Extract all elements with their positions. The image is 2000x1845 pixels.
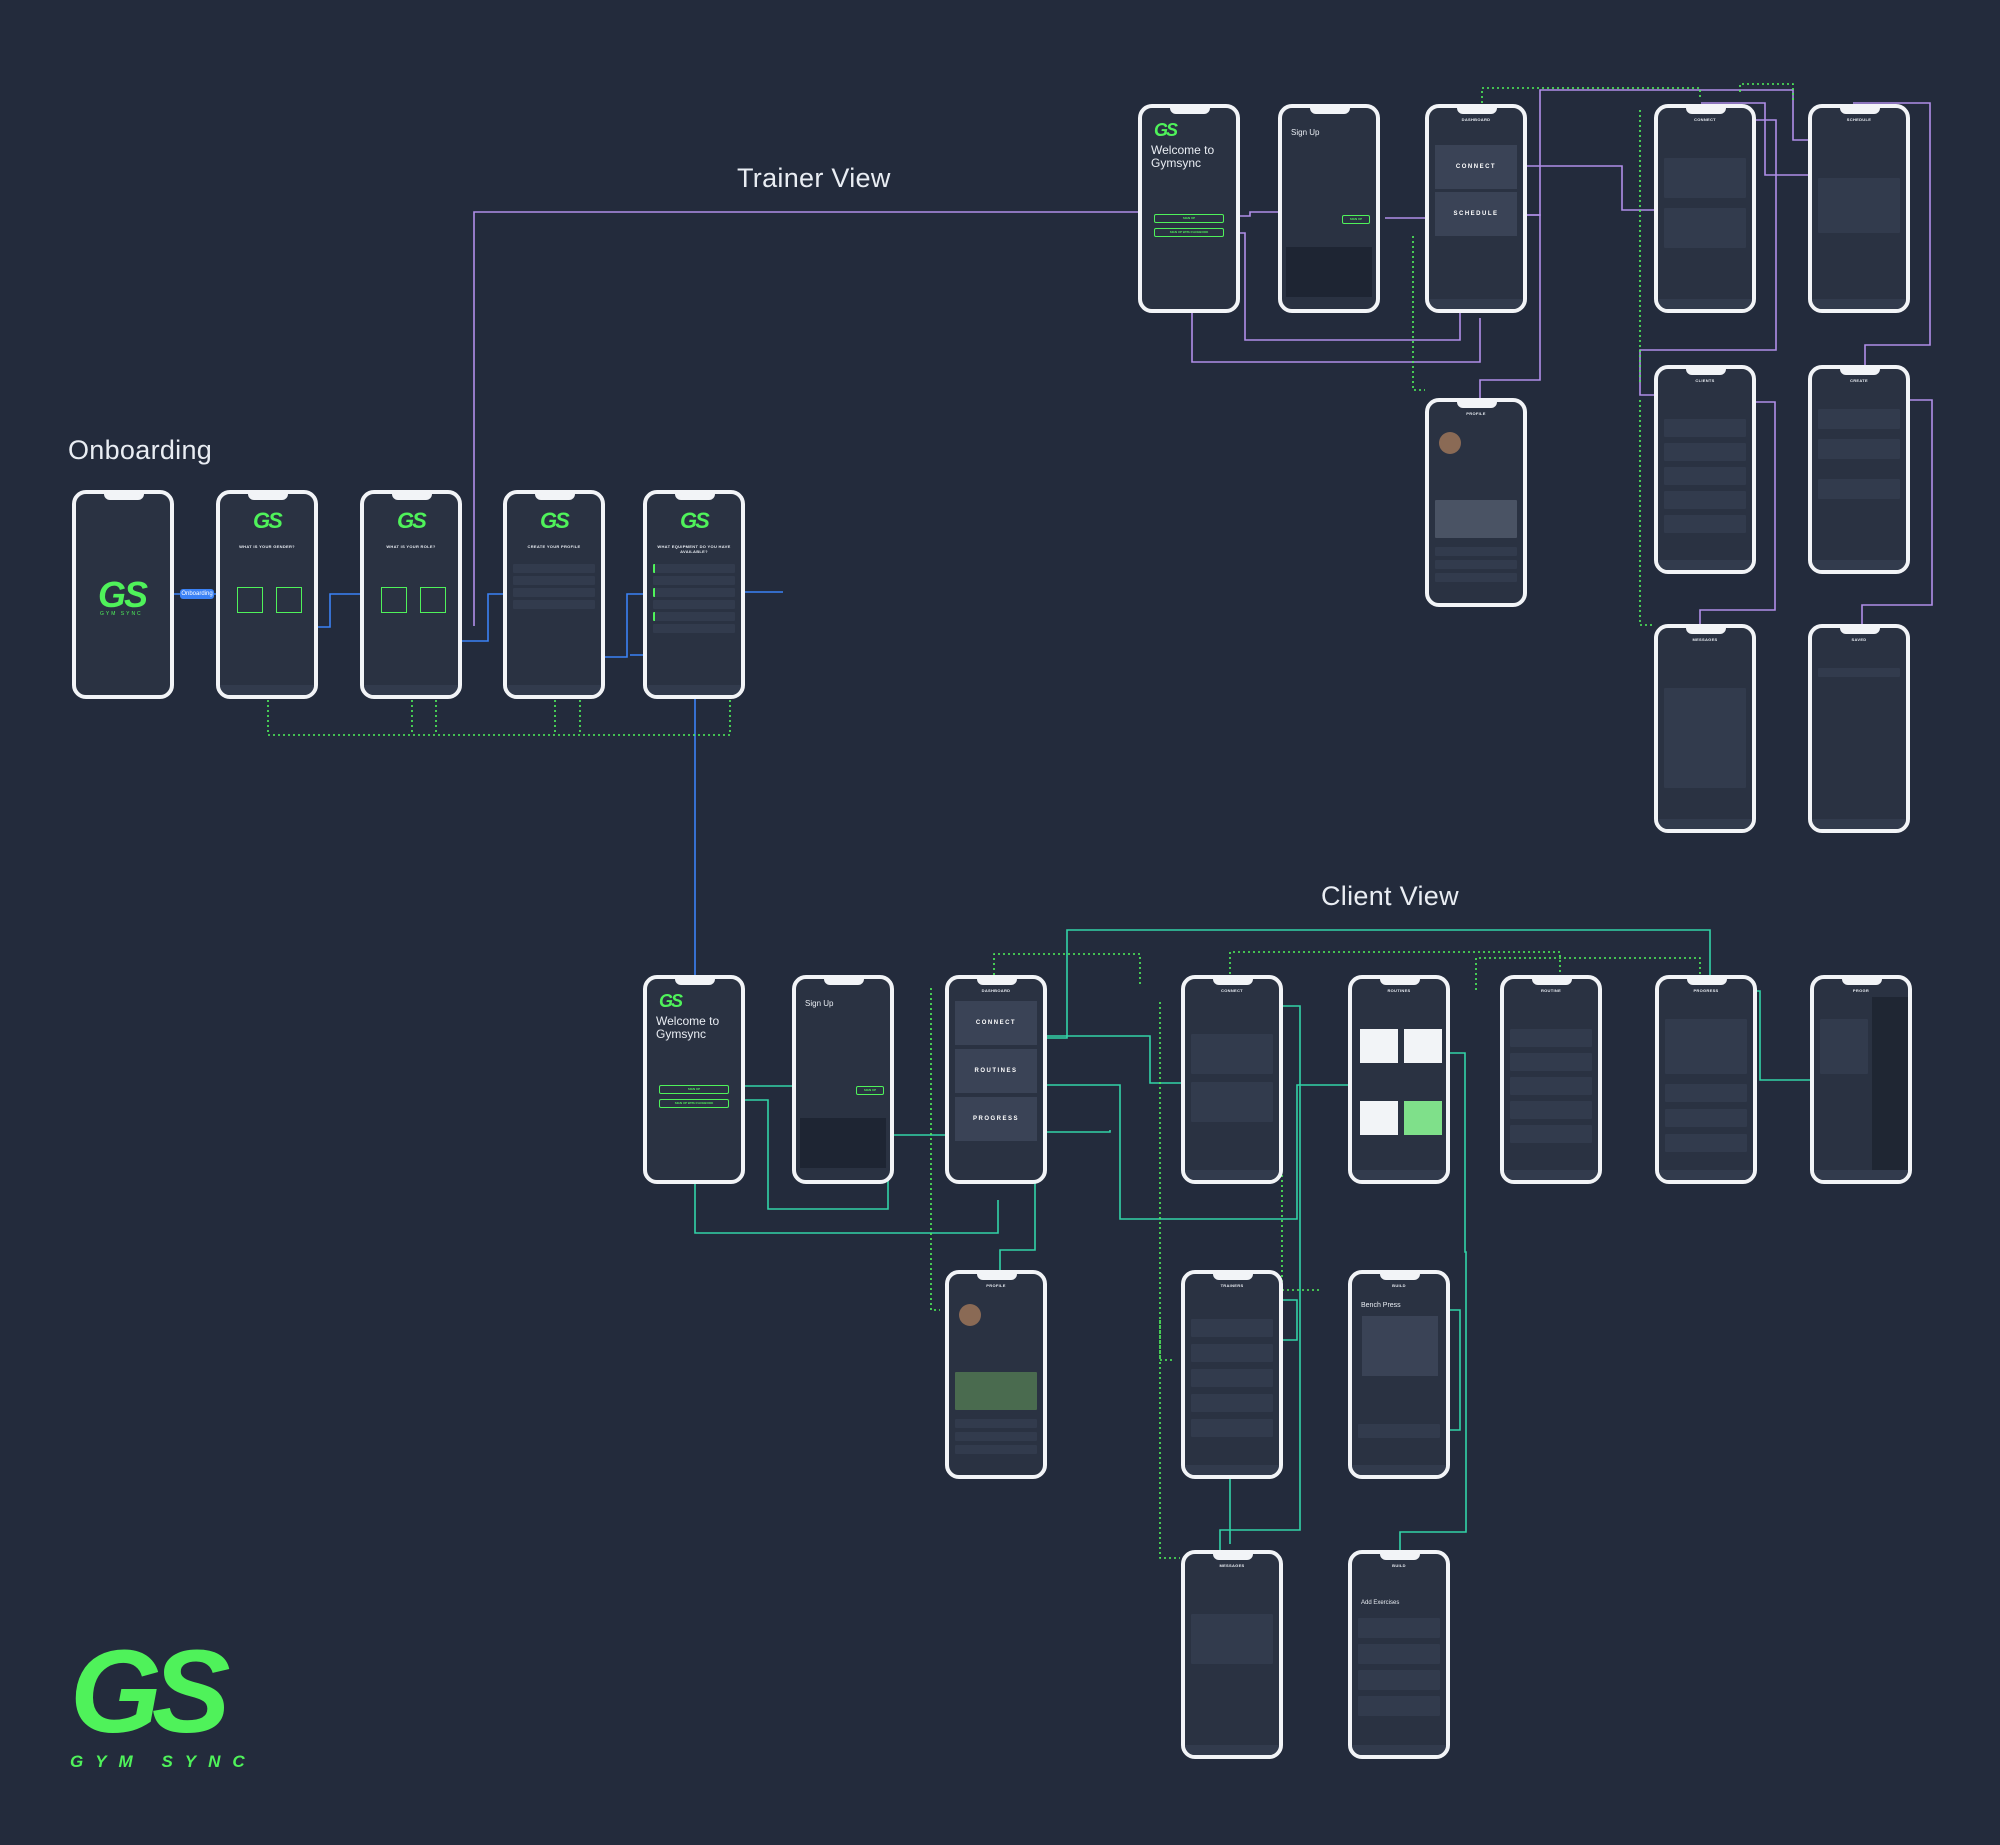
client-dashboard-screen[interactable]: DASHBOARD CONNECT ROUTINES PROGRESS	[945, 975, 1047, 1184]
client-routines-screen[interactable]: ROUTINES	[1348, 975, 1450, 1184]
routine-header: ROUTINE	[1540, 988, 1562, 993]
client-signup-screen[interactable]: Sign Up SIGN UP	[792, 975, 894, 1184]
profile-header: PROFILE	[986, 1283, 1006, 1288]
gs-logo: GS	[680, 508, 710, 533]
exercise-title: Bench Press	[1361, 1302, 1401, 1309]
welcome-title: Welcome to Gymsync	[656, 1014, 720, 1041]
client-messages-screen[interactable]: MESSAGES	[1181, 1550, 1283, 1759]
gs-logo: GS	[397, 508, 427, 533]
male-option[interactable]	[237, 587, 263, 613]
client-routine-screen[interactable]: ROUTINE	[1500, 975, 1602, 1184]
facebook-sign-up-button[interactable]: SIGN UP WITH FACEBOOK	[1154, 228, 1224, 237]
dashboard-header: DASHBOARD	[981, 988, 1011, 993]
client-option[interactable]	[381, 587, 407, 613]
role-question: WHAT IS YOUR ROLE?	[386, 544, 436, 549]
onboarding-title: Onboarding	[68, 435, 213, 465]
gs-logo-letters: GS	[70, 1626, 230, 1758]
profile-heading: CREATE YOUR PROFILE	[527, 544, 581, 549]
connect-header: CONNECT	[1694, 117, 1716, 122]
client-connect-screen[interactable]: CONNECT	[1181, 975, 1283, 1184]
female-option[interactable]	[276, 587, 302, 613]
signup-title: Sign Up	[1291, 128, 1320, 137]
gender-question: WHAT IS YOUR GENDER?	[239, 544, 295, 549]
keyboard[interactable]	[1286, 247, 1372, 297]
client-trainers-screen[interactable]: TRAINERS	[1181, 1270, 1283, 1479]
trainer-option[interactable]	[420, 587, 446, 613]
messages-header: MESSAGES	[1219, 1563, 1245, 1568]
muscle-diagram	[1362, 1316, 1438, 1376]
profile-header: PROFILE	[1466, 411, 1486, 416]
equipment-question: WHAT EQUIPMENT DO YOU HAVE AVAILABLE?	[657, 544, 731, 554]
trainer-clients-screen[interactable]: CLIENTS	[1654, 365, 1756, 574]
routines-tile[interactable]: ROUTINES	[955, 1049, 1037, 1093]
connect-tile[interactable]: CONNECT	[955, 1001, 1037, 1045]
sign-up-button[interactable]: SIGN UP	[1342, 215, 1370, 224]
gym-sync-wordmark: GYM SYNC	[70, 1752, 257, 1771]
create-header: CREATE	[1850, 378, 1868, 383]
saved-header: SAVED	[1851, 637, 1867, 642]
schedule-header: SCHEDULE	[1846, 117, 1872, 122]
routine-card[interactable]	[1404, 1101, 1442, 1135]
schedule-tile[interactable]: SCHEDULE	[1435, 192, 1517, 236]
trainers-header: TRAINERS	[1220, 1283, 1244, 1288]
gs-logo: GS	[540, 508, 570, 533]
client-welcome-screen[interactable]: GS Welcome to Gymsync SIGN UP SIGN UP WI…	[643, 975, 745, 1184]
gs-logo: GS	[1154, 120, 1178, 140]
progress-tile[interactable]: PROGRESS	[955, 1097, 1037, 1141]
build-header: BUILD	[1392, 1283, 1406, 1288]
gs-logo: GS	[659, 991, 683, 1011]
onboarding-equipment-screen[interactable]: GS WHAT EQUIPMENT DO YOU HAVE AVAILABLE?	[643, 490, 745, 699]
gym-sync-logo: GS GYM SYNC	[70, 1632, 260, 1775]
onboarding-flow-badge: Onboarding	[180, 589, 214, 599]
avatar	[1439, 432, 1461, 454]
build-header: BUILD	[1392, 1563, 1406, 1568]
trainer-connect-screen[interactable]: CONNECT	[1654, 104, 1756, 313]
gs-logo: GS	[98, 574, 148, 615]
clients-header: CLIENTS	[1695, 378, 1715, 383]
client-view-title: Client View	[1321, 881, 1459, 911]
dashboard-header: DASHBOARD	[1461, 117, 1491, 122]
onboarding-profile-screen[interactable]: GS CREATE YOUR PROFILE	[503, 490, 605, 699]
routine-card[interactable]	[1360, 1101, 1398, 1135]
client-build-screen[interactable]: BUILD Bench Press	[1348, 1270, 1450, 1479]
keyboard[interactable]	[800, 1118, 886, 1168]
trainer-schedule-screen[interactable]: SCHEDULE	[1808, 104, 1910, 313]
progress-header: PROGRESS	[1693, 988, 1719, 993]
gym-sync-wordmark: GYM SYNC	[100, 611, 143, 617]
messages-header: MESSAGES	[1692, 637, 1718, 642]
trainer-saved-screen[interactable]: SAVED	[1808, 624, 1910, 833]
trainer-profile-screen[interactable]: PROFILE	[1425, 398, 1527, 607]
trainer-welcome-screen[interactable]: GS Welcome to Gymsync SIGN UP SIGN UP WI…	[1138, 104, 1240, 313]
client-progress-menu-screen[interactable]: PROGR	[1810, 975, 1912, 1184]
connect-header: CONNECT	[1221, 988, 1243, 993]
avatar	[959, 1304, 981, 1326]
sign-up-button[interactable]: SIGN UP	[659, 1085, 729, 1094]
trainer-view-title: Trainer View	[737, 163, 891, 193]
add-exercises-title: Add Exercises	[1361, 1600, 1400, 1606]
sign-up-button[interactable]: SIGN UP	[1154, 214, 1224, 223]
trainer-create-screen[interactable]: CREATE	[1808, 365, 1910, 574]
connect-tile[interactable]: CONNECT	[1435, 145, 1517, 189]
trainer-signup-screen[interactable]: Sign Up SIGN UP	[1278, 104, 1380, 313]
sign-up-button[interactable]: SIGN UP	[856, 1086, 884, 1095]
client-progress-screen[interactable]: PROGRESS	[1655, 975, 1757, 1184]
gs-logo: GS	[253, 508, 283, 533]
facebook-sign-up-button[interactable]: SIGN UP WITH FACEBOOK	[659, 1099, 729, 1108]
onboarding-gender-screen[interactable]: GS WHAT IS YOUR GENDER?	[216, 490, 318, 699]
client-add-exercises-screen[interactable]: BUILD Add Exercises	[1348, 1550, 1450, 1759]
signup-title: Sign Up	[805, 999, 834, 1008]
routine-card[interactable]	[1360, 1029, 1398, 1063]
routine-card[interactable]	[1404, 1029, 1442, 1063]
trainer-dashboard-screen[interactable]: DASHBOARD CONNECT SCHEDULE	[1425, 104, 1527, 313]
routines-header: ROUTINES	[1387, 988, 1411, 993]
onboarding-role-screen[interactable]: GS WHAT IS YOUR ROLE?	[360, 490, 462, 699]
client-profile-screen[interactable]: PROFILE	[945, 1270, 1047, 1479]
progress-menu-header: PROGR	[1852, 988, 1870, 993]
trainer-messages-screen[interactable]: MESSAGES	[1654, 624, 1756, 833]
onboarding-splash-screen[interactable]: GS GYM SYNC	[72, 490, 174, 699]
welcome-title: Welcome to Gymsync	[1151, 143, 1215, 170]
